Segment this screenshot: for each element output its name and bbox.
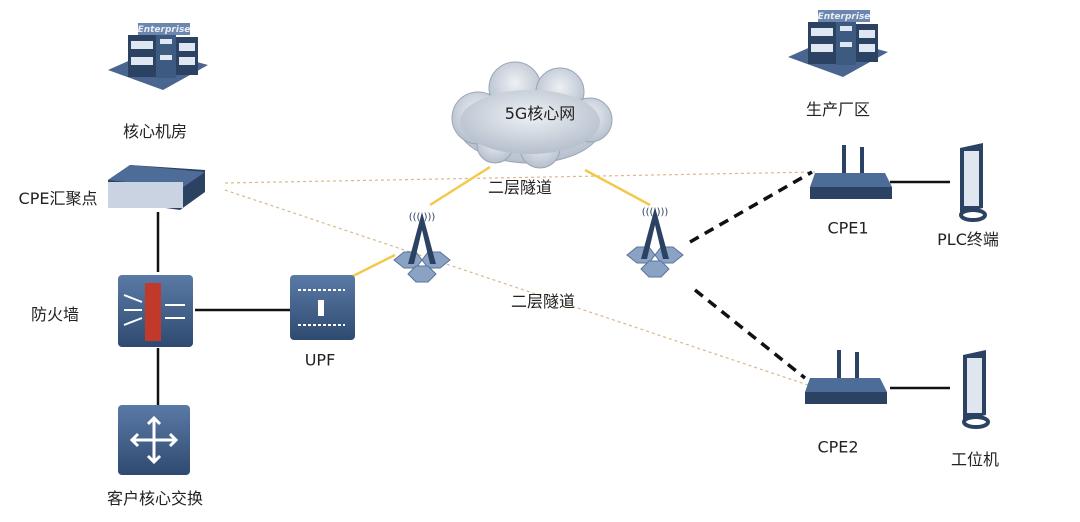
base-station-icon: ((( ))) xyxy=(393,212,451,283)
cloud-icon xyxy=(451,61,613,169)
firewall-icon xyxy=(118,275,193,347)
tunnel-line-bottom xyxy=(224,189,809,386)
building-sign-text: Enterprise xyxy=(818,12,871,22)
cpe1-router-icon xyxy=(810,145,892,199)
core-switch-icon xyxy=(118,405,190,475)
building-icon: Enterprise xyxy=(108,23,208,90)
tunnel-label-top: 二层隧道 xyxy=(487,178,553,197)
firewall-label: 防火墙 xyxy=(30,305,80,324)
wired-links xyxy=(156,180,950,405)
svg-text:((( ))): ((( ))) xyxy=(409,212,436,223)
cpe2-label: CPE2 xyxy=(817,437,859,457)
cpe-aggregation-device-icon xyxy=(108,165,205,210)
cpe1-label: CPE1 xyxy=(827,218,869,238)
upf-icon xyxy=(290,275,355,340)
plc-label: PLC终端 xyxy=(937,230,999,249)
tunnel-line-top xyxy=(224,171,816,184)
building-icon: Enterprise xyxy=(788,10,888,77)
air-links xyxy=(689,170,813,380)
cpe-aggregation-label: CPE汇聚点 xyxy=(18,189,98,208)
cpe2-router-icon xyxy=(805,350,887,404)
upf-label: UPF xyxy=(304,350,336,370)
tunnel-label-bottom: 二层隧道 xyxy=(510,292,576,311)
plc-terminal-icon xyxy=(959,143,987,222)
core-room-label: 核心机房 xyxy=(122,122,188,141)
base-station-icon: ((( ))) xyxy=(626,207,684,278)
workstation-icon xyxy=(962,350,990,429)
svg-text:((( ))): ((( ))) xyxy=(642,207,669,218)
building-sign-text: Enterprise xyxy=(138,25,191,35)
core-network-label: 5G核心网 xyxy=(504,104,576,123)
factory-label: 生产厂区 xyxy=(805,100,871,119)
core-switch-label: 客户核心交换 xyxy=(106,489,204,508)
workstation-label: 工位机 xyxy=(950,450,1000,469)
